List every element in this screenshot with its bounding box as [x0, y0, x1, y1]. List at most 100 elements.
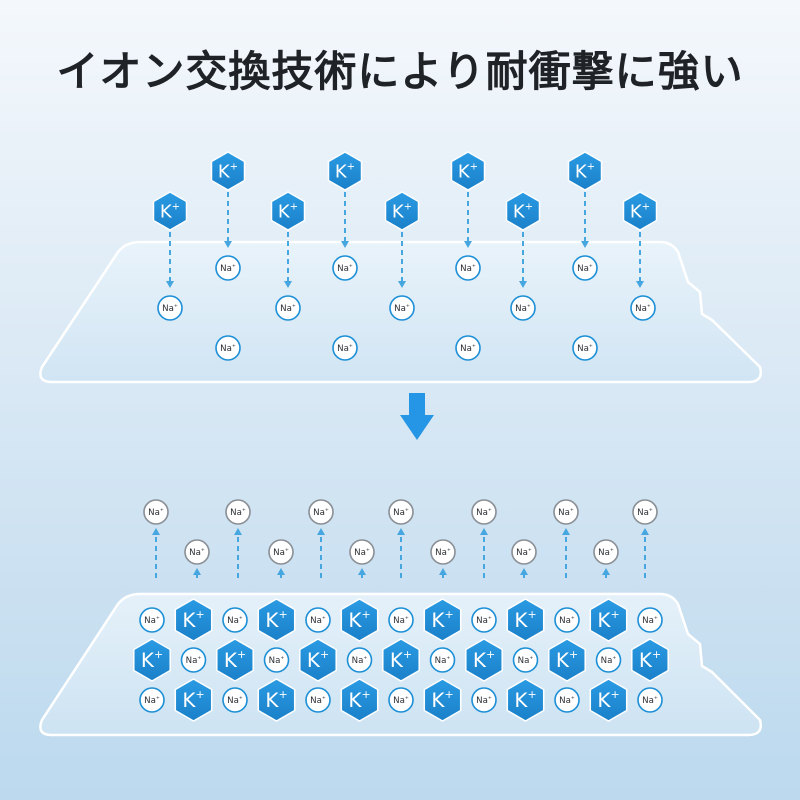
potassium-entry-arrow — [464, 192, 472, 248]
released-sodium-ion: Na+ — [308, 499, 334, 525]
ion-label: Na+ — [280, 303, 296, 314]
sodium-ion: Na+ — [510, 295, 536, 321]
sodium-ion: Na+ — [572, 255, 598, 281]
hexagon-icon — [384, 191, 420, 231]
hexagon-icon — [505, 191, 541, 231]
hexagon-icon — [423, 598, 462, 642]
potassium-ion: K+ — [506, 678, 545, 722]
hexagon-icon — [450, 151, 486, 191]
released-sodium-ion: Na+ — [511, 539, 537, 565]
released-sodium-ion: Na+ — [471, 499, 497, 525]
circle-icon — [275, 295, 301, 321]
hexagon-icon — [631, 638, 669, 682]
released-sodium-ion: Na+ — [430, 539, 456, 565]
potassium-ion: K+ — [174, 678, 213, 722]
potassium-ion: K+ — [210, 151, 246, 191]
sodium-ion: Na+ — [455, 335, 481, 361]
ion-label: Na+ — [313, 507, 329, 518]
ion-label: Na+ — [273, 547, 289, 558]
ion-label: Na+ — [394, 303, 410, 314]
circle-icon — [471, 499, 497, 525]
potassium-ion: K+ — [174, 598, 213, 642]
page-title: イオン交換技術により耐衝撃に強い — [56, 47, 744, 96]
sodium-ion: Na+ — [637, 687, 663, 713]
circle-icon — [388, 607, 414, 633]
hexagon-icon — [257, 678, 296, 722]
sodium-exit-arrow — [480, 528, 488, 578]
potassium-ion: K+ — [384, 191, 420, 231]
hexagon-icon — [567, 151, 603, 191]
process-down-arrow — [400, 393, 434, 440]
hexagon-icon — [257, 598, 296, 642]
arrow-down-icon — [398, 281, 406, 288]
arrow-down-icon — [224, 241, 232, 248]
sodium-ion: Na+ — [180, 647, 207, 673]
circle-icon — [430, 539, 456, 565]
ion-label: Na+ — [162, 303, 178, 314]
potassium-ion: K+ — [567, 151, 603, 191]
sodium-ion: Na+ — [554, 607, 580, 633]
hexagon-icon — [589, 598, 628, 642]
released-sodium-ion: Na+ — [143, 499, 169, 525]
ion-label: Na+ — [518, 655, 534, 666]
potassium-ion: K+ — [340, 678, 379, 722]
potassium-ion: K+ — [589, 598, 628, 642]
ion-label: Na+ — [435, 655, 451, 666]
arrow-up-icon — [397, 528, 405, 535]
arrow-up-icon — [277, 568, 285, 575]
sodium-exit-arrow — [317, 528, 325, 578]
arrow-down-icon — [284, 281, 292, 288]
hexagon-icon — [340, 678, 379, 722]
sodium-ion: Na+ — [429, 647, 456, 673]
circle-icon — [332, 335, 358, 361]
ion-label: Na+ — [310, 615, 326, 626]
circle-icon — [511, 539, 537, 565]
circle-icon — [305, 687, 331, 713]
sodium-exit-arrow — [193, 568, 201, 578]
circle-icon — [305, 607, 331, 633]
potassium-entry-arrow — [224, 192, 232, 248]
sodium-exit-arrow — [520, 568, 528, 578]
potassium-ion: K+ — [299, 638, 337, 682]
potassium-ion: K+ — [589, 678, 628, 722]
hexagon-icon — [506, 678, 545, 722]
ion-label: Na+ — [337, 343, 353, 354]
circle-icon — [572, 255, 598, 281]
circle-icon — [595, 647, 622, 673]
released-sodium-ion: Na+ — [593, 539, 619, 565]
ion-label: Na+ — [460, 263, 476, 274]
ion-label: Na+ — [230, 507, 246, 518]
circle-icon — [215, 335, 241, 361]
arrow-up-icon — [234, 528, 242, 535]
hexagon-icon — [622, 191, 658, 231]
circle-icon — [268, 539, 294, 565]
circle-icon — [349, 539, 375, 565]
circle-icon — [143, 499, 169, 525]
circle-icon — [180, 647, 207, 673]
hexagon-icon — [133, 638, 171, 682]
potassium-ion: K+ — [423, 598, 462, 642]
hexagon-icon — [423, 678, 462, 722]
released-sodium-ion: Na+ — [184, 539, 210, 565]
ion-label: Na+ — [354, 547, 370, 558]
ion-label: Na+ — [476, 507, 492, 518]
sodium-ion: Na+ — [595, 647, 622, 673]
ion-label: Na+ — [598, 547, 614, 558]
circle-icon — [157, 295, 183, 321]
hexagon-icon — [299, 638, 337, 682]
potassium-ion: K+ — [270, 191, 306, 231]
released-sodium-ion: Na+ — [349, 539, 375, 565]
ion-label: Na+ — [559, 695, 575, 706]
ion-label: Na+ — [310, 695, 326, 706]
circle-icon — [346, 647, 373, 673]
ion-label: Na+ — [148, 507, 164, 518]
hexagon-icon — [548, 638, 586, 682]
ion-label: Na+ — [642, 615, 658, 626]
potassium-ion: K+ — [631, 638, 669, 682]
sodium-ion: Na+ — [332, 255, 358, 281]
arrow-down-icon — [166, 281, 174, 288]
potassium-ion: K+ — [133, 638, 171, 682]
circle-icon — [332, 255, 358, 281]
arrow-up-icon — [480, 528, 488, 535]
potassium-entry-arrow — [166, 232, 174, 288]
